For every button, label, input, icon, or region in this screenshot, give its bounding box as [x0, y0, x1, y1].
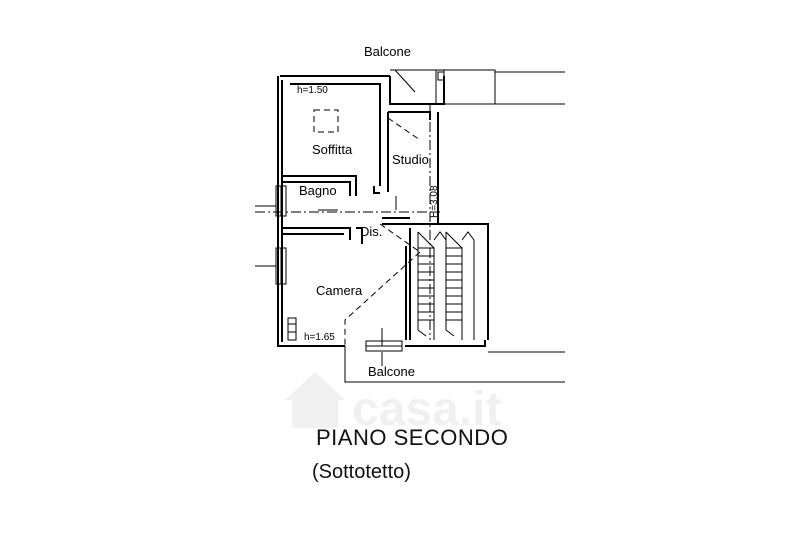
room-label-camera: Camera [316, 283, 363, 298]
floor-title: PIANO SECONDO [316, 425, 508, 450]
room-label-studio: Studio [392, 152, 429, 167]
house-logo-icon [285, 372, 345, 428]
interior-walls [282, 83, 489, 340]
skylight [313, 109, 339, 133]
balcony-top [390, 69, 565, 105]
balcony-bottom [344, 340, 565, 383]
watermark: casa.it [285, 372, 501, 436]
height-label-corridor: H=3.08 [429, 185, 440, 218]
room-label-dis: Dis. [360, 224, 382, 239]
room-label-bagno: Bagno [299, 183, 337, 198]
window-left-camera [255, 247, 287, 285]
window-left-bagno [255, 185, 287, 217]
room-label-balcone-bottom: Balcone [368, 364, 415, 379]
staircase [417, 231, 475, 340]
watermark-text: casa.it [352, 383, 501, 436]
room-label-soffitta: Soffitta [312, 142, 353, 157]
roof-lines [255, 104, 440, 346]
height-label-soffitta: h=1.50 [297, 85, 328, 96]
room-label-balcone-top: Balcone [364, 44, 411, 59]
height-label-camera: h=1.65 [304, 332, 335, 343]
floor-subtitle: (Sottotetto) [312, 461, 411, 483]
radiator [287, 317, 297, 341]
outer-walls [277, 75, 486, 347]
